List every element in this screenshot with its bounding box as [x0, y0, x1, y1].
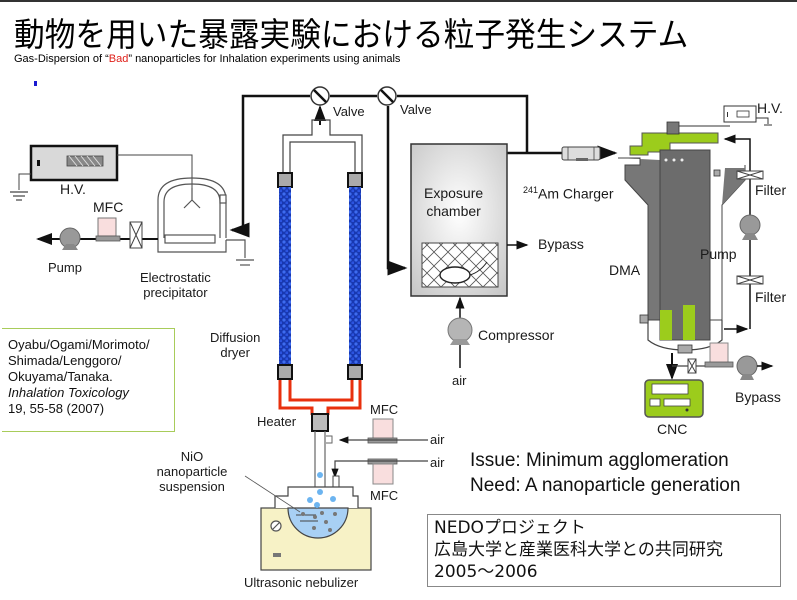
label-nebulizer: Ultrasonic nebulizer	[244, 575, 359, 590]
issue-statement: Issue: Minimum agglomeration Need: A nan…	[470, 448, 740, 498]
need-line: Need: A nanoparticle generation	[470, 475, 741, 496]
label-cnc: CNC	[657, 421, 688, 437]
label-am-charger: 241Am Charger	[523, 183, 614, 202]
label-valve-2: Valve	[400, 102, 432, 117]
label-heater: Heater	[257, 414, 297, 429]
nedo-project-box: NEDOプロジェクト 広島大学と産業医科大学との共同研究 2005～2006	[427, 514, 781, 587]
diffusion-line-1: Diffusion	[210, 330, 261, 345]
mfc-lines	[326, 418, 428, 491]
subtitle-prefix: Gas-Dispersion of “	[14, 53, 109, 65]
compressor	[447, 296, 473, 368]
bullet-marker	[34, 81, 37, 86]
cnc-unit	[644, 342, 774, 418]
esp-line-2: precipitator	[143, 285, 208, 300]
label-bypass-cnc: Bypass	[735, 389, 781, 405]
reference-box: Oyabu/Ogami/Morimoto/ Shimada/Lenggoro/ …	[2, 328, 175, 432]
heater	[278, 380, 362, 490]
label-bypass-chamber: Bypass	[538, 236, 584, 252]
label-dma: DMA	[609, 262, 641, 278]
charger-isotope: 241	[523, 185, 539, 195]
subtitle-highlight: Bad	[108, 53, 129, 65]
left-flow-line	[36, 217, 158, 250]
label-exposure-chamber: Exposure chamber	[424, 184, 483, 220]
nedo-line-1: NEDOプロジェクト	[434, 518, 586, 538]
issue-line: Issue: Minimum agglomeration	[470, 450, 729, 471]
top-border	[0, 0, 797, 2]
reference-authors-1: Oyabu/Ogami/Morimoto/	[8, 337, 150, 352]
slide-subtitle: Gas-Dispersion of “Bad” nanoparticles fo…	[14, 53, 400, 65]
reference-citation: 19, 55-58 (2007)	[8, 401, 105, 416]
label-hv-left: H.V.	[60, 181, 86, 197]
nio-line-1: NiO	[180, 449, 204, 464]
hv-supply-left	[10, 144, 193, 201]
dma-column	[618, 121, 746, 354]
label-mfc-left: MFC	[93, 199, 124, 215]
hv-supply-right	[723, 105, 772, 126]
slide-title: 動物を用いた暴露実験における粒子発生システム	[14, 15, 689, 54]
label-mfc-top: MFC	[370, 402, 399, 417]
electrostatic-precipitator	[157, 177, 254, 266]
charger-name: Am Charger	[538, 185, 614, 202]
exposure-line-1: Exposure	[424, 185, 484, 201]
label-valve-1: Valve	[333, 104, 365, 119]
reference-authors-2: Shimada/Lenggoro/	[8, 353, 122, 368]
label-mfc-bottom: MFC	[370, 488, 399, 503]
label-pump-left: Pump	[48, 260, 82, 275]
nio-line-3: suspension	[159, 479, 225, 494]
am-charger	[561, 146, 601, 161]
valve-1[interactable]	[310, 86, 330, 106]
subtitle-suffix: ” nanoparticles for Inhalation experimen…	[128, 53, 401, 65]
label-filter-1: Filter	[755, 182, 787, 198]
label-hv-right: H.V.	[757, 100, 783, 116]
diffusion-line-2: dryer	[220, 345, 250, 360]
reference-journal: Inhalation Toxicology	[8, 385, 129, 400]
reference-authors-3: Okuyama/Tanaka.	[8, 369, 113, 384]
sheath-loop	[723, 134, 764, 334]
exposure-chamber	[410, 143, 529, 297]
valve-2[interactable]	[377, 86, 397, 106]
label-pump-right: Pump	[700, 246, 737, 262]
esp-line-1: Electrostatic	[140, 270, 211, 285]
exposure-line-2: chamber	[426, 203, 481, 219]
nedo-line-3: 2005～2006	[434, 562, 538, 582]
label-air-1: air	[430, 432, 445, 447]
label-compressor: Compressor	[478, 327, 555, 343]
label-air-compressor: air	[452, 373, 467, 388]
diffusion-dryer	[277, 119, 363, 380]
nio-line-2: nanoparticle	[156, 464, 228, 479]
ultrasonic-nebulizer	[244, 472, 372, 571]
label-filter-2: Filter	[755, 289, 787, 305]
nedo-line-2: 広島大学と産業医科大学との共同研究	[434, 540, 723, 560]
label-air-2: air	[430, 455, 445, 470]
